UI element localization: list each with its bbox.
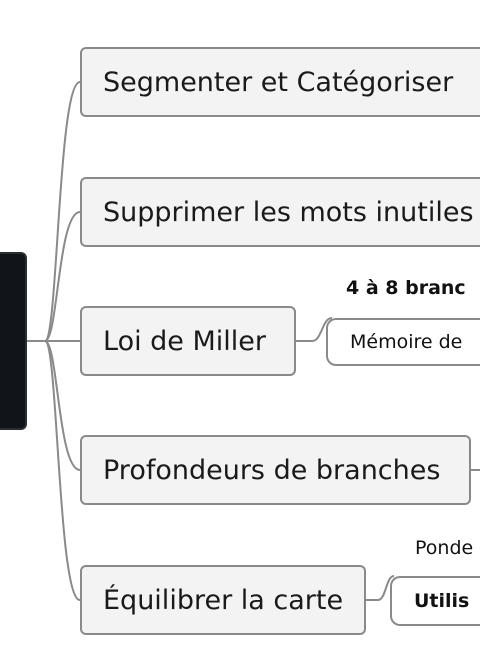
- central-topic-node[interactable]: [0, 252, 27, 430]
- balance-connector: [366, 575, 395, 601]
- balance-child-plain[interactable]: Ponde: [415, 537, 474, 559]
- miller-child-bold[interactable]: 4 à 8 branc: [346, 277, 466, 299]
- branch-connector-4: [44, 340, 81, 471]
- branch-node-profondeurs[interactable]: Profondeurs de branches: [80, 435, 471, 505]
- miller-connector: [296, 317, 333, 342]
- branch-label: Segmenter et Catégoriser: [103, 66, 454, 98]
- branch-label: Supprimer les mots inutiles: [103, 196, 474, 228]
- branch-label: Profondeurs de branches: [103, 454, 441, 486]
- branch-connector-1: [44, 81, 81, 342]
- branch-label: Équilibrer la carte: [103, 584, 344, 616]
- branch-node-loi-de-miller[interactable]: Loi de Miller: [80, 306, 296, 376]
- miller-child-box-label: Mémoire de: [350, 331, 463, 353]
- balance-child-box[interactable]: Utilis: [390, 576, 480, 626]
- balance-child-box-label: Utilis: [414, 590, 470, 612]
- branch-node-segmenter[interactable]: Segmenter et Catégoriser: [80, 47, 480, 117]
- miller-child-box[interactable]: Mémoire de: [326, 318, 480, 366]
- branch-connector-5: [44, 340, 81, 601]
- branch-connector-2: [44, 211, 81, 342]
- branch-node-supprimer[interactable]: Supprimer les mots inutiles: [80, 177, 480, 247]
- branch-label: Loi de Miller: [103, 325, 267, 357]
- branch-node-equilibrer[interactable]: Équilibrer la carte: [80, 565, 366, 635]
